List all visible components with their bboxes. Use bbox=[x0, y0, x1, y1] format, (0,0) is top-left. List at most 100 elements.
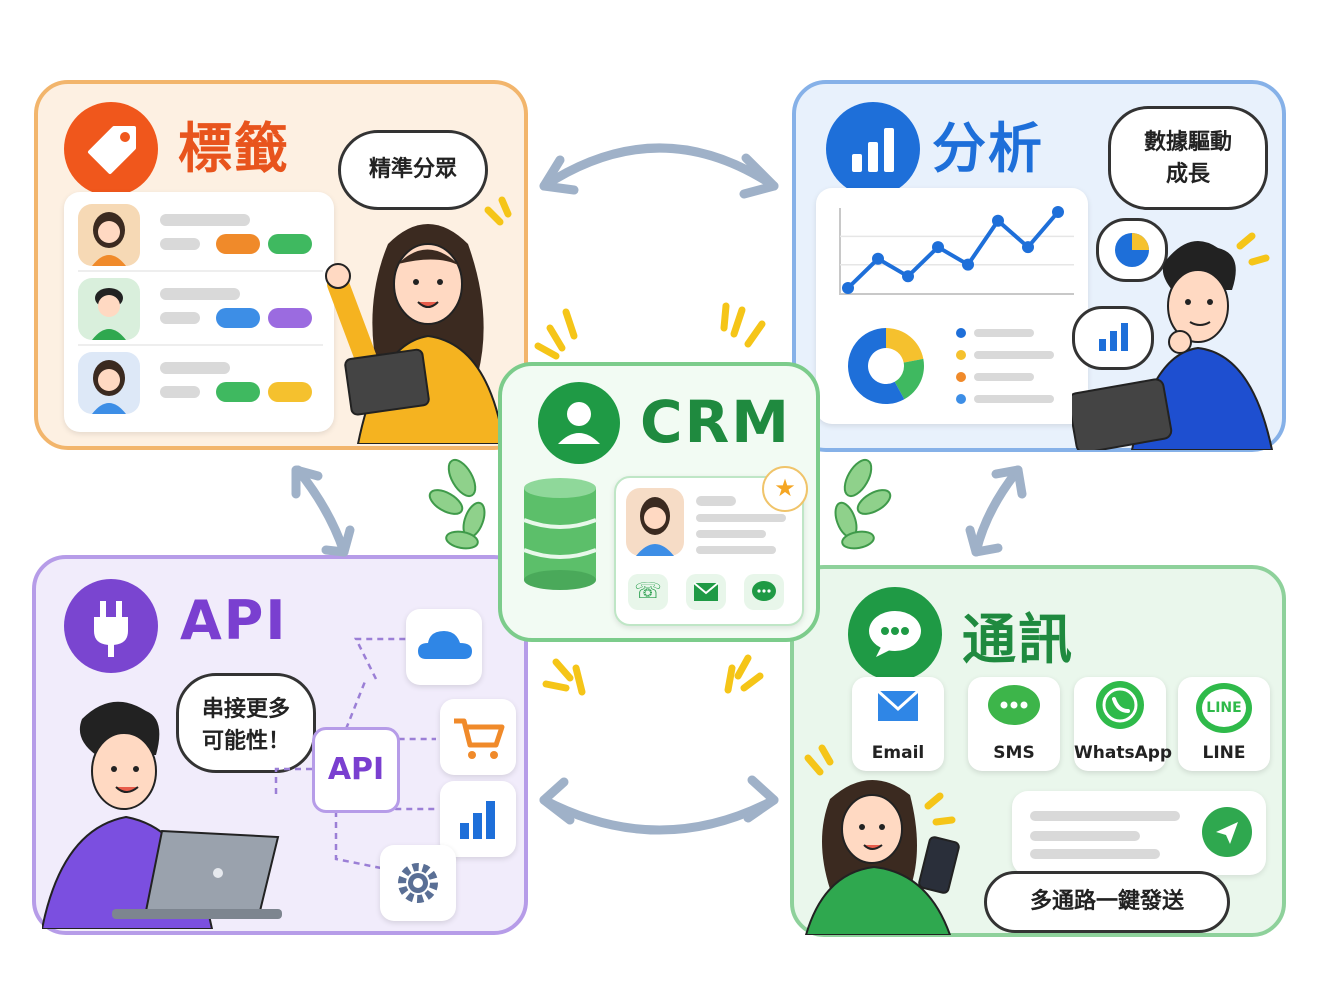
legend-bar bbox=[974, 351, 1054, 359]
legend-bar bbox=[974, 395, 1054, 403]
messaging-title: 通訊 bbox=[962, 608, 1074, 671]
trend-point bbox=[932, 241, 944, 254]
woman-avatar bbox=[626, 488, 684, 556]
trend-point bbox=[1052, 206, 1064, 218]
api-bubble-line: 串接更多 bbox=[201, 697, 290, 722]
crm-title: CRM bbox=[640, 388, 791, 456]
man-with-laptop-illustration bbox=[42, 701, 282, 929]
mail-icon[interactable] bbox=[686, 574, 726, 610]
line-icon: LINE bbox=[1196, 683, 1252, 733]
messaging-bubble-text: 多通路一鍵發送 bbox=[1029, 889, 1184, 914]
channel-sms[interactable]: SMS bbox=[968, 677, 1060, 771]
tag-chip bbox=[216, 308, 260, 328]
sms-icon bbox=[988, 685, 1040, 725]
trend-line-chart bbox=[839, 206, 1074, 295]
tag-icon bbox=[64, 102, 158, 196]
plug-icon bbox=[64, 579, 158, 673]
messaging-panel: 通訊 Email SMS WhatsApp LINE LINE 多通路一鍵發送 bbox=[790, 565, 1286, 937]
user-icon bbox=[538, 382, 620, 464]
tag-chip bbox=[268, 382, 312, 402]
trend-point bbox=[842, 282, 854, 294]
crm-panel: CRM ☏ ★ bbox=[498, 362, 820, 642]
legend-dot bbox=[956, 328, 966, 338]
star-icon: ★ bbox=[762, 466, 808, 512]
contact-card[interactable]: ☏ bbox=[614, 476, 804, 626]
dashboard-card bbox=[816, 188, 1088, 424]
profile-row[interactable] bbox=[78, 350, 323, 418]
api-bubble-line: 可能性！ bbox=[201, 729, 290, 754]
arrow-analytics-messaging bbox=[971, 465, 1023, 557]
cart-icon[interactable] bbox=[440, 699, 516, 775]
legend-dot bbox=[956, 372, 966, 382]
donut-slice bbox=[894, 358, 924, 400]
trend-point bbox=[902, 270, 914, 283]
profile-row[interactable] bbox=[78, 202, 323, 272]
trend-point bbox=[992, 214, 1004, 227]
legend-row bbox=[956, 326, 1076, 340]
channel-label: LINE bbox=[1202, 743, 1246, 763]
line-icon-text: LINE bbox=[1206, 700, 1242, 716]
tagging-title: 標籤 bbox=[178, 117, 290, 180]
api-hub-label: API bbox=[327, 752, 385, 787]
bar-chart-bubble bbox=[1072, 306, 1154, 370]
channel-whatsapp[interactable]: WhatsApp bbox=[1074, 677, 1173, 771]
chat-icon[interactable] bbox=[744, 574, 784, 610]
legend-dot bbox=[956, 350, 966, 360]
trend-point bbox=[872, 252, 884, 265]
tagging-panel: 標籤 精準分眾 bbox=[34, 80, 528, 450]
bar-chart-icon bbox=[826, 102, 920, 196]
woman-with-phone-illustration bbox=[804, 779, 960, 935]
channel-line[interactable]: LINE LINE bbox=[1178, 677, 1270, 771]
channel-label: WhatsApp bbox=[1074, 743, 1173, 763]
analytics-panel: 分析 數據驅動 成長 bbox=[792, 80, 1286, 452]
woman-with-tablet-illustration bbox=[325, 224, 506, 444]
channel-email[interactable]: Email bbox=[852, 677, 944, 771]
phone-icon[interactable]: ☏ bbox=[628, 574, 668, 610]
leaf-decorations bbox=[428, 458, 892, 550]
donut-slice bbox=[848, 328, 905, 404]
gear-icon[interactable] bbox=[380, 845, 456, 921]
pie-chart-bubble bbox=[1096, 218, 1168, 282]
api-panel: API 串接更多 可能性！ API bbox=[32, 555, 528, 935]
tag-chip bbox=[216, 234, 260, 254]
legend-bar bbox=[974, 373, 1034, 381]
tagging-speech-bubble: 精準分眾 bbox=[338, 130, 488, 210]
api-hub[interactable]: API bbox=[312, 727, 400, 813]
man-thinking-illustration bbox=[1072, 240, 1274, 450]
woman-avatar bbox=[78, 204, 140, 266]
analytics-bubble-line: 成長 bbox=[1165, 162, 1210, 187]
database-icon bbox=[523, 478, 597, 590]
envelope-icon bbox=[876, 689, 920, 721]
analytics-bubble-line: 數據驅動 bbox=[1143, 130, 1232, 155]
donut-slice bbox=[886, 328, 924, 363]
cloud-icon[interactable] bbox=[406, 609, 482, 685]
analytics-speech-bubble: 數據驅動 成長 bbox=[1108, 106, 1268, 210]
message-compose-card[interactable] bbox=[1012, 791, 1266, 875]
legend-row bbox=[956, 392, 1076, 406]
legend-row bbox=[956, 370, 1076, 384]
trend-point bbox=[962, 258, 974, 271]
bar-chart-icon[interactable] bbox=[440, 781, 516, 857]
channel-label: Email bbox=[871, 743, 925, 763]
legend-bar bbox=[974, 329, 1034, 337]
legend-dot bbox=[956, 394, 966, 404]
arrow-api-messaging bbox=[539, 795, 779, 835]
tag-chip bbox=[268, 234, 312, 254]
donut-legend bbox=[956, 326, 1076, 416]
donut-chart bbox=[848, 328, 924, 404]
profile-list bbox=[64, 192, 334, 432]
woman-avatar bbox=[78, 352, 140, 414]
analytics-title: 分析 bbox=[932, 117, 1044, 180]
messaging-speech-bubble: 多通路一鍵發送 bbox=[984, 871, 1230, 933]
profile-row[interactable] bbox=[78, 276, 323, 346]
tag-chip bbox=[268, 308, 312, 328]
sparkle-decorations bbox=[484, 196, 1270, 826]
tag-chip bbox=[216, 382, 260, 402]
arrow-tag-analytics bbox=[539, 143, 779, 191]
send-icon[interactable] bbox=[1202, 807, 1252, 857]
arrow-tag-api bbox=[293, 465, 349, 557]
legend-row bbox=[956, 348, 1076, 362]
whatsapp-icon bbox=[1096, 681, 1144, 729]
man-avatar bbox=[78, 278, 140, 340]
